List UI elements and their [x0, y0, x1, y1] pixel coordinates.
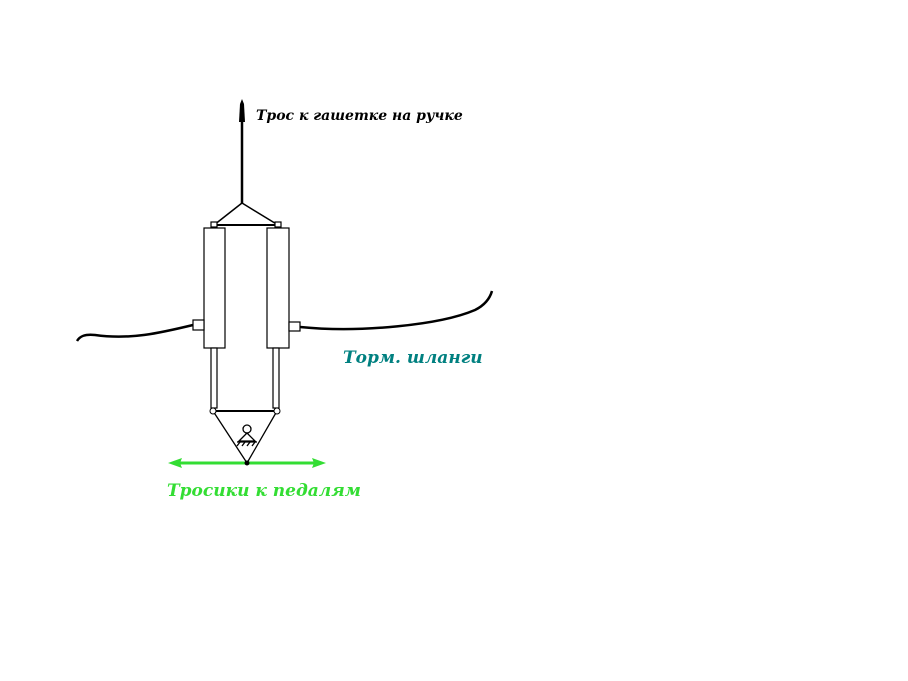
- lower-lever: [209, 407, 281, 464]
- pivot-ground-icon: [236, 424, 257, 447]
- brake-hoses: [75, 290, 494, 342]
- left-piston-rod: [210, 347, 218, 409]
- top-cable-label: Трос к гашетке на ручке: [256, 108, 463, 124]
- upper-yoke: [210, 202, 282, 228]
- right-piston-rod: [272, 347, 280, 409]
- right-brake-cylinder: [266, 227, 290, 349]
- pedal-cables: [168, 458, 326, 468]
- top-cable: [239, 99, 245, 203]
- left-brake-cylinder: [203, 227, 226, 349]
- pedal-cables-label: Тросики к педалям: [167, 481, 361, 501]
- brake-hoses-label: Торм. шланги: [343, 348, 483, 368]
